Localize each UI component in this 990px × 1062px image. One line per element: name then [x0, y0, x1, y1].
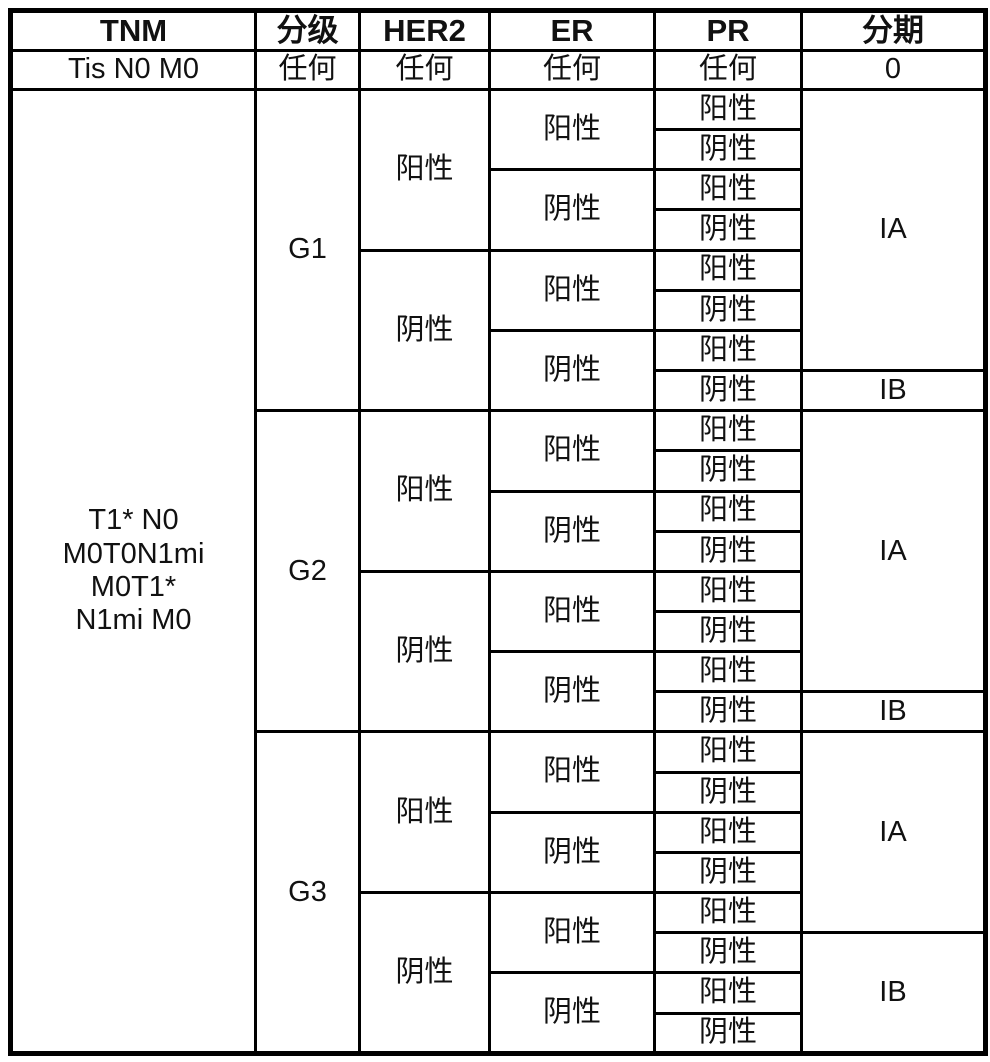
- pr-cell: 阳性: [653, 248, 803, 292]
- table-row: 阴性 阳性: [11, 328, 986, 413]
- pr-cell: 阳性: [653, 810, 803, 854]
- header-er: ER: [488, 9, 656, 52]
- er-cell: 阳性: [488, 569, 656, 654]
- table-row: 阴性 阳性 阳性: [11, 248, 986, 413]
- er-cell: 阴性: [488, 810, 656, 895]
- header-tnm: TNM: [9, 9, 257, 52]
- header-stage: 分期: [800, 9, 987, 52]
- er-any-cell: 任何: [488, 48, 656, 91]
- table-row: 阴性 阳性: [11, 810, 986, 895]
- er-cell: 阳性: [488, 87, 656, 172]
- table-row: 阴性 阳性: [11, 489, 986, 573]
- table-row: 阴性 阳性 阳性: [11, 569, 986, 734]
- pr-cell: 阴性: [653, 128, 803, 172]
- stage-ia-cell: IA: [800, 409, 987, 694]
- stage0-row: Tis N0 M0 任何 任何 任何 任何 0: [9, 48, 987, 91]
- pr-cell: 阳性: [653, 489, 803, 533]
- er-cell: 阳性: [488, 730, 656, 814]
- her2-cell: 阳性: [358, 87, 491, 252]
- stage-ia-cell: IA: [800, 730, 987, 935]
- pr-cell: 阴性: [653, 288, 803, 332]
- pr-cell: 阳性: [653, 409, 803, 453]
- table-row: 阴性 阳性: [11, 168, 986, 252]
- table-row: 阴性: [11, 850, 986, 895]
- tnm-staging-table: TNM 分级 HER2 ER PR 分期 Tis N0 M0 任何 任何 任何 …: [8, 8, 988, 1056]
- pr-cell: 阳性: [653, 650, 803, 694]
- her2-cell: 阴性: [358, 891, 491, 1055]
- grade-g3-cell: G3: [254, 730, 361, 1055]
- her2-cell: 阳性: [358, 730, 491, 895]
- table-row: T1* N0 M0T0N1mi M0T1* N1mi M0 G1 阳性 阳性 阳…: [9, 87, 987, 1056]
- grade-g1-cell: G1: [254, 87, 361, 413]
- er-cell: 阴性: [488, 971, 656, 1055]
- table-row: 阴性: [11, 1011, 986, 1056]
- header-row: TNM 分级 HER2 ER PR 分期: [9, 9, 987, 52]
- pr-cell: 阴性: [653, 609, 803, 654]
- pr-cell: 阳性: [653, 971, 803, 1015]
- stage-0-cell: 0: [800, 48, 987, 91]
- pr-any-cell: 任何: [653, 48, 803, 91]
- pr-cell: 阴性: [653, 690, 803, 734]
- table-row: 阴性 IB: [11, 931, 987, 1055]
- tnm-tis-cell: Tis N0 M0: [9, 48, 257, 91]
- table-row: 阴性: [11, 770, 986, 814]
- pr-cell: 阴性: [653, 369, 803, 413]
- stage-ia-cell: IA: [800, 87, 987, 373]
- pr-cell: 阴性: [653, 529, 803, 573]
- grade-any-cell: 任何: [254, 48, 361, 91]
- pr-cell: 阳性: [653, 569, 803, 613]
- table-row: 阴性 IB: [11, 369, 987, 413]
- pr-cell: 阴性: [653, 208, 803, 252]
- pr-cell: 阳性: [653, 168, 803, 212]
- table-row: G2 阳性 阳性 阳性 IA: [11, 409, 987, 734]
- pr-cell: 阴性: [653, 931, 803, 975]
- pr-cell: 阴性: [653, 770, 803, 814]
- stage-ib-cell: IB: [800, 369, 987, 413]
- table-row: 阴性 阳性: [11, 650, 986, 734]
- table-row: 阴性 阳性: [11, 971, 986, 1055]
- table-row: 阴性: [11, 128, 986, 172]
- pr-cell: 阴性: [653, 850, 803, 895]
- table-row: 阴性: [11, 288, 986, 332]
- her2-cell: 阴性: [358, 248, 491, 413]
- table-row: 阴性: [11, 208, 986, 252]
- er-cell: 阴性: [488, 168, 656, 252]
- pr-cell: 阳性: [653, 891, 803, 935]
- her2-cell: 阳性: [358, 409, 491, 573]
- er-cell: 阴性: [488, 328, 656, 413]
- table-row: 阴性: [11, 449, 986, 493]
- her2-cell: 阴性: [358, 569, 491, 734]
- table-row: 阴性: [11, 529, 986, 573]
- table-row: 阴性 IB: [11, 690, 987, 734]
- her2-any-cell: 任何: [358, 48, 491, 91]
- er-cell: 阳性: [488, 891, 656, 975]
- tnm-group-cell: T1* N0 M0T0N1mi M0T1* N1mi M0: [9, 87, 257, 1056]
- grade-g2-cell: G2: [254, 409, 361, 734]
- pr-cell: 阳性: [653, 730, 803, 774]
- table-row: 阴性 阳性 阳性: [11, 891, 986, 1055]
- pr-cell: 阴性: [653, 449, 803, 493]
- header-pr: PR: [653, 9, 803, 52]
- er-cell: 阳性: [488, 409, 656, 493]
- er-cell: 阴性: [488, 489, 656, 573]
- table-row: G3 阳性 阳性 阳性 IA: [11, 730, 987, 1055]
- er-cell: 阴性: [488, 650, 656, 734]
- header-grade: 分级: [254, 9, 361, 52]
- table-row: 阴性: [11, 609, 986, 654]
- pr-cell: 阳性: [653, 328, 803, 373]
- stage-ib-cell: IB: [800, 931, 987, 1055]
- stage-ib-cell: IB: [800, 690, 987, 734]
- pr-cell: 阴性: [653, 1011, 803, 1056]
- er-cell: 阳性: [488, 248, 656, 332]
- pr-cell: 阳性: [653, 87, 803, 132]
- header-her2: HER2: [358, 9, 491, 52]
